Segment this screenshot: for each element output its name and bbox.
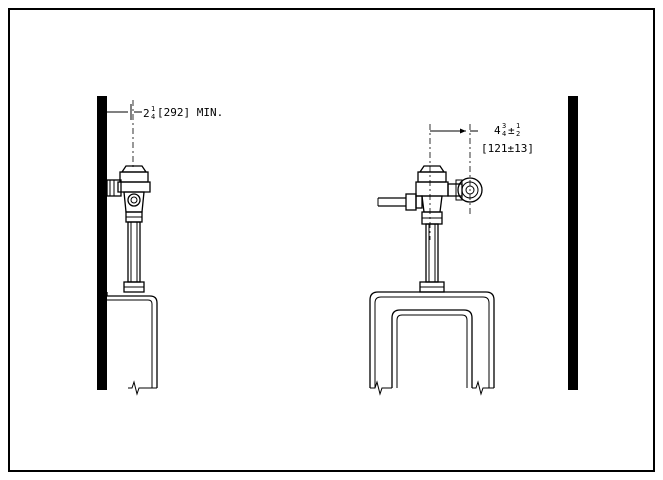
right-dim-frac-den: 4 xyxy=(502,130,506,138)
right-dim-tol: ± xyxy=(508,124,515,137)
right-front-view: 4 3 4 ± 1 2 [121±13] xyxy=(369,96,578,396)
right-wall xyxy=(568,96,578,390)
right-fixture xyxy=(369,291,495,396)
right-dim-tol-den: 2 xyxy=(516,130,520,138)
left-side-view: 2 1 4 [292] MIN. xyxy=(97,96,223,396)
left-dim-whole: 2 xyxy=(143,107,150,120)
left-dim-metric: [292] MIN. xyxy=(157,106,223,119)
left-fixture xyxy=(106,291,158,396)
left-dim-frac-den: 4 xyxy=(151,113,155,121)
left-dim-frac-num: 1 xyxy=(151,105,155,113)
drawing-frame xyxy=(8,8,655,472)
left-flush-valve xyxy=(106,165,151,293)
right-dim-tol-num: 1 xyxy=(516,122,520,130)
right-dim-metric: [121±13] xyxy=(481,142,534,155)
right-dim-whole: 4 xyxy=(494,124,501,137)
left-wall xyxy=(97,96,107,390)
right-dim-frac-num: 3 xyxy=(502,122,506,130)
